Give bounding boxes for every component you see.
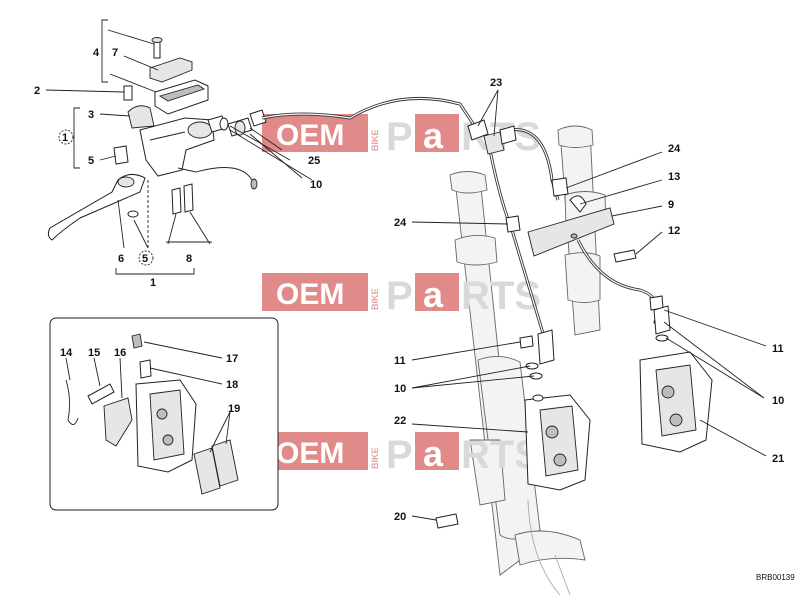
watermark-oem: OEM <box>276 119 344 152</box>
caliper-bolt <box>435 513 459 529</box>
watermark-parts-a: a <box>423 115 444 156</box>
callout-5-circled: 5 <box>142 253 148 265</box>
callout-17: 17 <box>226 353 238 365</box>
callout-3: 3 <box>88 109 94 121</box>
leader-lines-master <box>45 19 313 275</box>
watermark-bike: BIKE <box>370 288 380 310</box>
banjo-left <box>519 329 555 380</box>
master-cylinder-assembly <box>47 37 267 241</box>
callout-9: 9 <box>668 199 674 211</box>
callout-14: 14 <box>60 347 73 359</box>
watermark-parts-a: a <box>423 433 444 474</box>
drawing-code: BRB00139 <box>756 573 795 582</box>
banjo-right <box>649 295 671 342</box>
front-fork <box>449 125 607 596</box>
callout-21: 21 <box>772 453 784 465</box>
watermark-oem: OEM <box>276 278 344 311</box>
callout-10-top: 10 <box>310 179 322 191</box>
callout-5-circle <box>138 250 154 266</box>
callouts: 4 7 2 3 1 5 6 5 8 1 25 10 23 24 13 9 12 … <box>34 47 784 523</box>
watermark-top: OEM BIKE P a RTS <box>262 114 541 159</box>
callout-6: 6 <box>118 253 124 265</box>
callout-7: 7 <box>112 47 118 59</box>
callout-1: 1 <box>150 277 156 289</box>
callout-20: 20 <box>394 511 406 523</box>
caliper-left <box>524 394 591 491</box>
callout-10-left: 10 <box>394 383 406 395</box>
callout-1-circle <box>58 129 74 145</box>
callout-16: 16 <box>114 347 126 359</box>
watermark-parts-p: P <box>386 115 413 159</box>
callout-13: 13 <box>668 171 680 183</box>
callout-25: 25 <box>308 155 320 167</box>
bracket-bolt <box>613 249 637 263</box>
callout-11-left: 11 <box>394 355 406 367</box>
caliper-right <box>639 351 713 453</box>
callout-15: 15 <box>88 347 100 359</box>
watermark-bike: BIKE <box>370 129 380 151</box>
watermark-bottom: OEM BIKE P a RTS <box>262 432 541 477</box>
inset-box <box>49 317 279 511</box>
callout-2: 2 <box>34 85 40 97</box>
hose-bracket <box>527 195 615 257</box>
callout-24-left: 24 <box>394 217 407 229</box>
callout-10-right: 10 <box>772 395 784 407</box>
watermark-oem: OEM <box>276 437 344 470</box>
watermark-bike: BIKE <box>370 447 380 469</box>
watermark-middle: OEM BIKE P a RTS <box>262 273 541 318</box>
hose-clip-left <box>505 215 521 233</box>
watermark-parts-a: a <box>423 274 444 315</box>
watermark-parts-rts: RTS <box>461 274 541 318</box>
callout-11-right: 11 <box>772 343 784 355</box>
hose-splitter <box>467 119 517 155</box>
callout-24-right: 24 <box>668 143 681 155</box>
callout-23: 23 <box>490 77 502 89</box>
leader-lines-main <box>411 89 767 521</box>
hose-clip-right <box>551 177 569 197</box>
callout-5: 5 <box>88 155 94 167</box>
callout-8: 8 <box>186 253 192 265</box>
callout-19: 19 <box>228 403 240 415</box>
callout-1-circled: 1 <box>62 132 68 144</box>
callout-18: 18 <box>226 379 238 391</box>
watermark-parts-p: P <box>386 274 413 318</box>
callout-22: 22 <box>394 415 406 427</box>
watermark-parts-p: P <box>386 433 413 477</box>
callout-4: 4 <box>93 47 100 59</box>
callout-12: 12 <box>668 225 680 237</box>
